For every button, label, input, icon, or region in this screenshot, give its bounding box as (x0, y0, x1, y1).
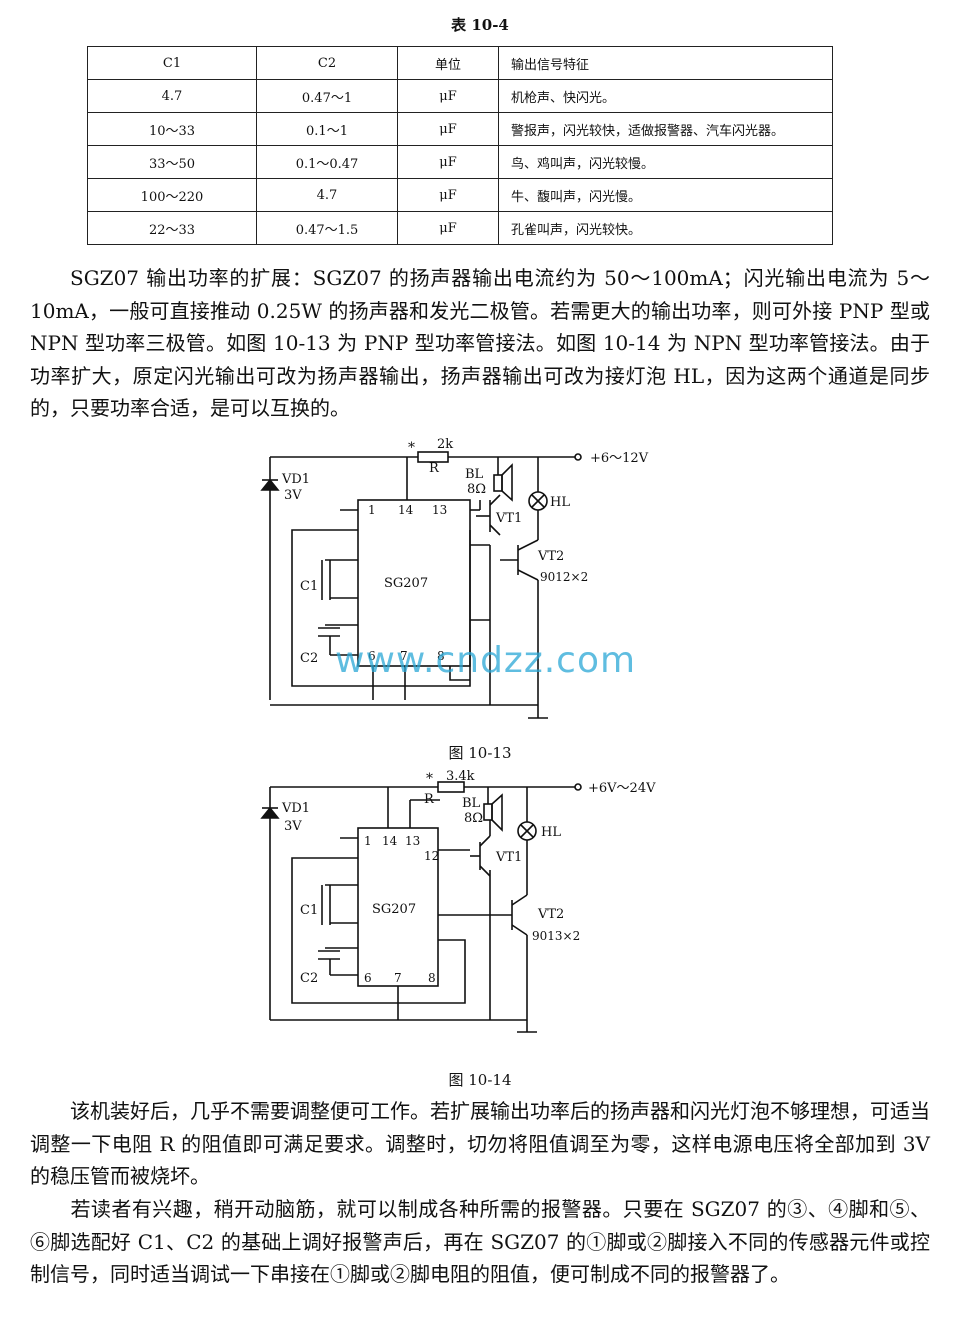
r-value-label: 3.4k (446, 769, 475, 784)
table-title: 表 10-4 (451, 16, 509, 34)
cell-c1: 33～50 (87, 145, 257, 179)
cell-unit: μF (397, 178, 499, 212)
speaker-label: BL (462, 796, 481, 811)
speaker-ohm-label: 8Ω (464, 811, 483, 826)
lamp-label: HL (541, 825, 561, 840)
paragraph-power-expansion: SGZ07 输出功率的扩展：SGZ07 的扬声器输出电流约为 50～100mA；… (30, 262, 930, 425)
table-row: 33～50 0.1～0.47 μF 鸟、鸡叫声，闪光较慢。 (87, 145, 833, 179)
c2-label: C2 (300, 971, 318, 986)
capacitor-table: C1 C2 单位 输出信号特征 4.7 0.47～1 μF 机枪声、快闪光。 1… (87, 46, 833, 245)
pin-13-label: 13 (405, 834, 420, 848)
cell-unit: μF (397, 79, 499, 113)
vd1-voltage-label: 3V (284, 819, 302, 834)
vt2-label: VT2 (537, 907, 564, 922)
header-c1: C1 (87, 46, 257, 80)
paragraph-text: 若读者有兴趣，稍开动脑筋，就可以制成各种所需的报警器。只要在 SGZ07 的③、… (30, 1197, 930, 1286)
pin-12-label: 12 (424, 849, 439, 863)
ic-label: SG207 (384, 576, 428, 591)
cell-feature: 牛、馥叫声，闪光慢。 (498, 178, 833, 212)
cell-c1: 10～33 (87, 112, 257, 146)
speaker-ohm-label: 8Ω (467, 482, 486, 497)
c1-label: C1 (300, 579, 318, 594)
figure-caption-10-14: 图 10-14 (448, 1071, 512, 1089)
pin-13-label: 13 (432, 503, 447, 517)
supply-voltage-label: +6V～24V (588, 781, 656, 796)
cell-unit: μF (397, 145, 499, 179)
paragraph-text: 该机装好后，几乎不需要调整便可工作。若扩展输出功率后的扬声器和闪光灯泡不够理想，… (30, 1099, 930, 1188)
header-c2: C2 (256, 46, 398, 80)
pin-1-label: 1 (364, 834, 372, 848)
pin-14-label: 14 (382, 834, 398, 848)
table-row: 10～33 0.1～1 μF 警报声，闪光较快，适做报警器、汽车闪光器。 (87, 112, 833, 146)
vt2-part-label: 9013×2 (532, 929, 580, 943)
cell-c2: 0.47～1 (256, 79, 398, 113)
header-feature: 输出信号特征 (498, 46, 833, 80)
figure-caption-10-13: 图 10-13 (448, 744, 512, 762)
cell-c1: 100～220 (87, 178, 257, 212)
paragraph-text: SGZ07 输出功率的扩展：SGZ07 的扬声器输出电流约为 50～100mA；… (30, 266, 930, 420)
table-row: 22～33 0.47～1.5 μF 孔雀叫声，闪光较快。 (87, 211, 833, 245)
vt1-label: VT1 (495, 511, 522, 526)
cell-c2: 4.7 (256, 178, 398, 212)
r-star-label: * (408, 440, 415, 456)
r-name-label: R (429, 461, 440, 476)
watermark: www.cndzz.com (335, 640, 637, 681)
cell-c2: 0.47～1.5 (256, 211, 398, 245)
pin-7-label: 7 (394, 971, 402, 985)
c1-label: C1 (300, 903, 318, 918)
pin-8-label: 8 (428, 971, 436, 985)
vt1-label: VT1 (495, 850, 522, 865)
cell-c1: 22～33 (87, 211, 257, 245)
pin-14-label: 14 (398, 503, 414, 517)
ic-label: SG207 (372, 902, 416, 917)
paragraph-alarm: 若读者有兴趣，稍开动脑筋，就可以制成各种所需的报警器。只要在 SGZ07 的③、… (30, 1193, 930, 1291)
supply-voltage-label: +6～12V (590, 451, 649, 466)
cell-unit: μF (397, 112, 499, 146)
pin-1-label: 1 (368, 503, 376, 517)
vt2-label: VT2 (537, 549, 564, 564)
cell-feature: 警报声，闪光较快，适做报警器、汽车闪光器。 (498, 112, 833, 146)
speaker-label: BL (465, 467, 484, 482)
cell-feature: 孔雀叫声，闪光较快。 (498, 211, 833, 245)
cell-unit: μF (397, 211, 499, 245)
pin-6-label: 6 (364, 971, 372, 985)
table-header-row: C1 C2 单位 输出信号特征 (87, 46, 833, 80)
r-star-label: * (426, 771, 433, 787)
c2-label: C2 (300, 651, 318, 666)
cell-c2: 0.1～1 (256, 112, 398, 146)
cell-c1: 4.7 (87, 79, 257, 113)
vd1-voltage-label: 3V (284, 488, 302, 503)
cell-feature: 机枪声、快闪光。 (498, 79, 833, 113)
lamp-label: HL (550, 495, 570, 510)
table-row: 100～220 4.7 μF 牛、馥叫声，闪光慢。 (87, 178, 833, 212)
vd1-label: VD1 (281, 472, 310, 487)
vt2-part-label: 9012×2 (540, 570, 588, 584)
cell-c2: 0.1～0.47 (256, 145, 398, 179)
header-unit: 单位 (397, 46, 499, 80)
cell-feature: 鸟、鸡叫声，闪光较慢。 (498, 145, 833, 179)
paragraph-adjustment: 该机装好后，几乎不需要调整便可工作。若扩展输出功率后的扬声器和闪光灯泡不够理想，… (30, 1095, 930, 1193)
r-name-label: R (424, 792, 435, 807)
vd1-label: VD1 (281, 801, 310, 816)
table-row: 4.7 0.47～1 μF 机枪声、快闪光。 (87, 79, 833, 113)
r-value-label: 2k (437, 437, 453, 452)
